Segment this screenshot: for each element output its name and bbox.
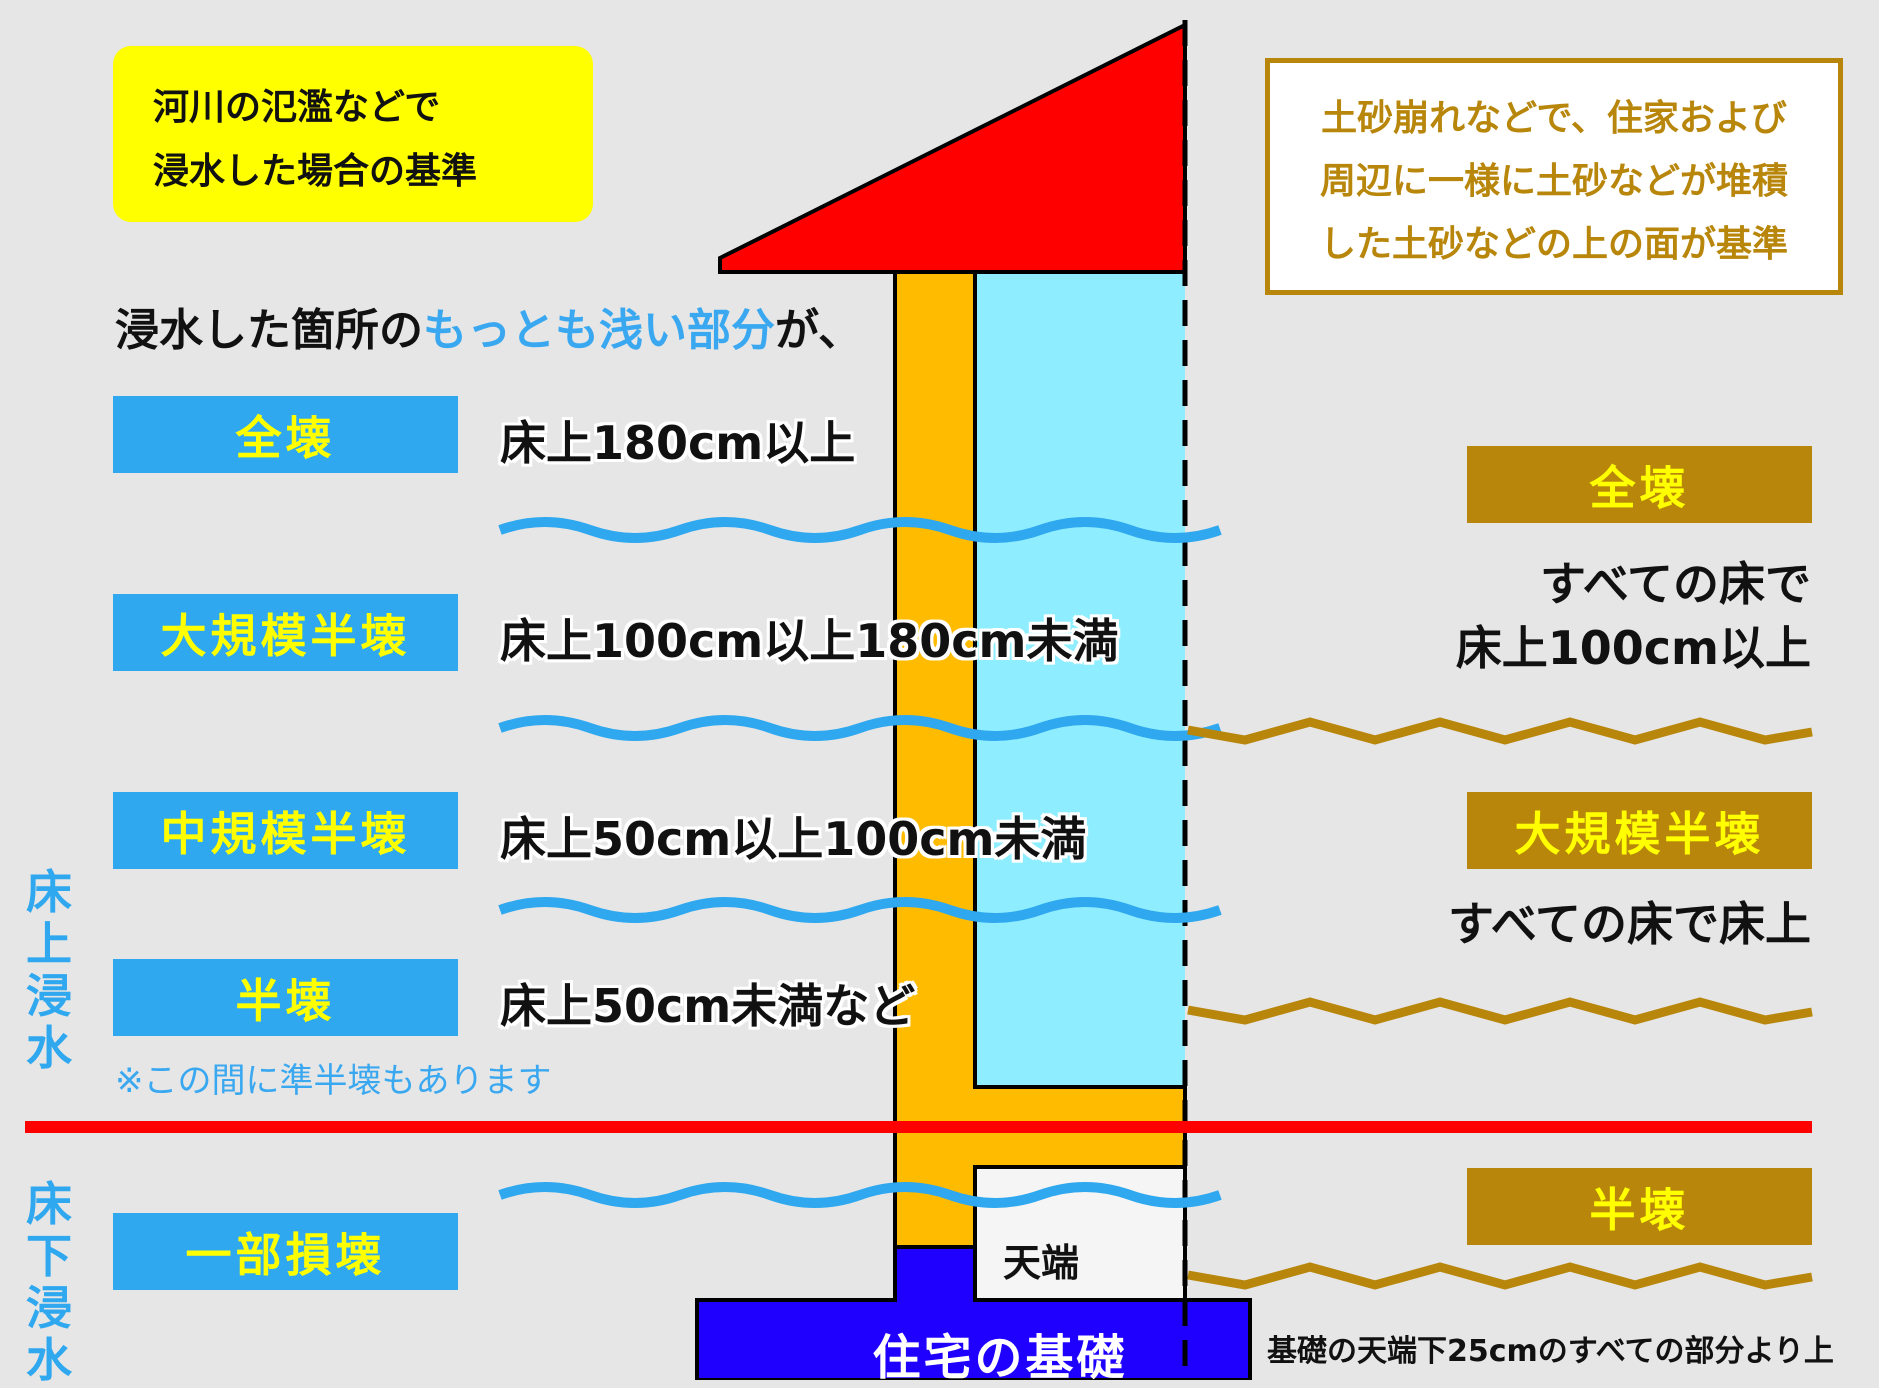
house-wall	[893, 270, 977, 1249]
flood-label-half: 半壊	[113, 959, 458, 1036]
sediment-label-large-half: 大規模半壊	[1467, 792, 1812, 869]
sediment-line-2	[1187, 997, 1813, 1025]
flood-wave-2	[498, 715, 1222, 741]
flood-condition-half: 床上50cm未満など	[500, 979, 916, 1033]
above-floor-label: 床上浸水	[26, 865, 72, 1075]
flood-label-medium-half: 中規模半壊	[113, 792, 458, 869]
sediment-label-total: 全壊	[1467, 446, 1812, 523]
foundation	[695, 1245, 1252, 1380]
intro-highlight: もっとも浅い部分	[423, 305, 775, 356]
foundation-top-label: 天端	[1003, 1241, 1080, 1285]
flood-label-large-half: 大規模半壊	[113, 594, 458, 671]
flood-wave-1	[498, 517, 1222, 543]
sediment-box-line3: した土砂などの上の面が基準	[1319, 224, 1788, 265]
flood-criteria-box: 河川の氾濫などで 浸水した場合の基準	[113, 46, 593, 222]
sediment-label-half: 半壊	[1467, 1168, 1812, 1245]
flood-condition-medium-half: 床上50cm以上100cm未満	[500, 812, 1087, 866]
sediment-condition-large-half: すべての床で床上	[1448, 897, 1811, 951]
foundation-label: 住宅の基礎	[872, 1330, 1128, 1386]
sediment-line-3	[1187, 1262, 1813, 1290]
sediment-line-1	[1187, 717, 1813, 745]
sediment-box-line2: 周辺に一様に土砂などが堆積	[1319, 161, 1788, 202]
flood-condition-total: 床上180cm以上	[500, 416, 856, 470]
sediment-condition-total-line2: 床上100cm以上	[1455, 621, 1811, 675]
foundation-note: 基礎の天端下25cmのすべての部分より上	[1267, 1334, 1834, 1369]
flood-box-line2: 浸水した場合の基準	[153, 151, 478, 192]
intro-pre: 浸水した箇所の	[115, 305, 423, 356]
intro-post: が、	[775, 305, 863, 356]
flood-condition-large-half: 床上100cm以上180cm未満	[500, 614, 1119, 668]
roof	[718, 21, 1187, 274]
sediment-condition-total-line1: すべての床で	[1540, 557, 1811, 611]
flood-box-line1: 河川の氾濫などで	[153, 87, 441, 128]
below-floor-label: 床下浸水	[26, 1177, 72, 1387]
note-quasi-half: ※この間に準半壊もあります	[115, 1061, 552, 1101]
flood-wave-4	[498, 1182, 1222, 1208]
flood-label-partial: 一部損壊	[113, 1213, 458, 1290]
sediment-box-line1: 土砂崩れなどで、住家および	[1321, 98, 1787, 139]
intro-text: 浸水した箇所のもっとも浅い部分が、	[115, 294, 862, 358]
flooded-room	[975, 272, 1185, 1087]
sediment-condition-total: すべての床で 床上100cm以上	[1456, 552, 1811, 680]
flood-label-total: 全壊	[113, 396, 458, 473]
sediment-criteria-box: 土砂崩れなどで、住家および 周辺に一様に土砂などが堆積 した土砂などの上の面が基…	[1265, 58, 1843, 295]
flood-wave-3	[498, 897, 1222, 923]
